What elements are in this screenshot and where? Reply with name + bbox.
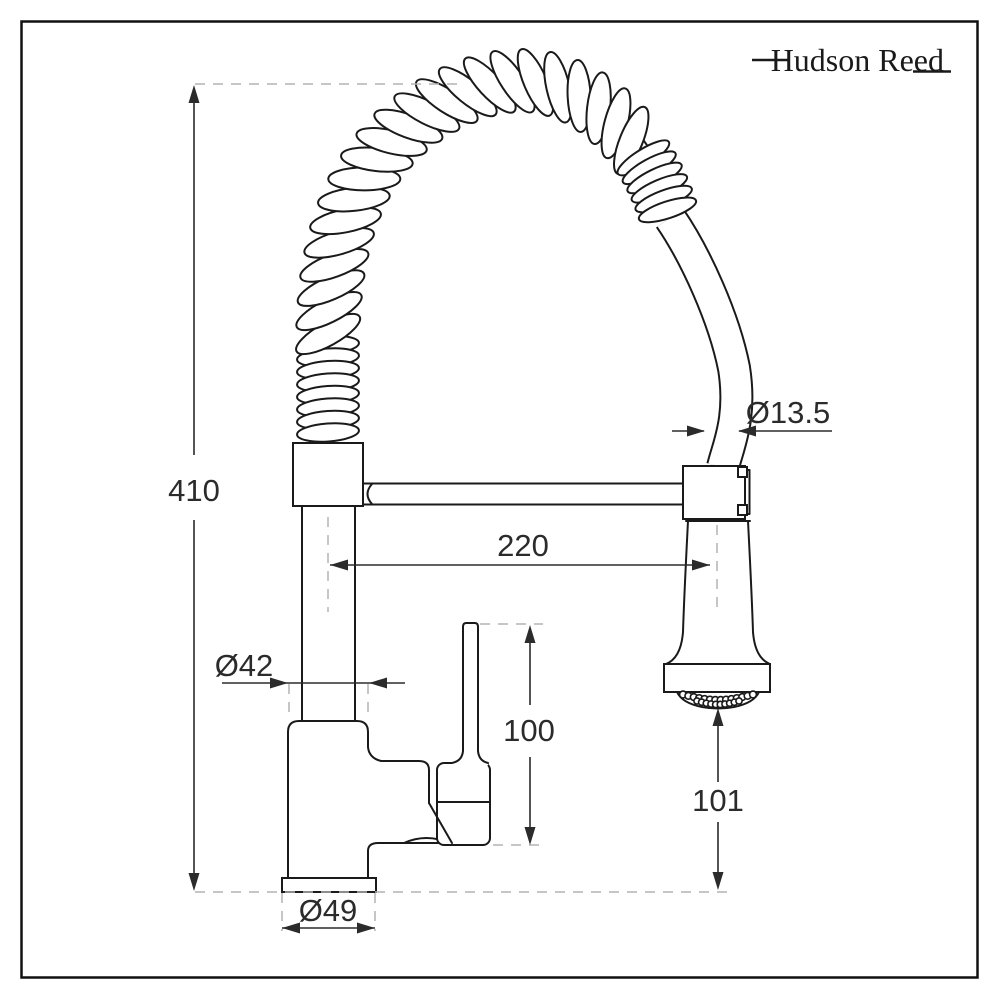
support-arm-endcap [366, 483, 373, 505]
arrowhead [524, 625, 536, 643]
holder-clip-top [737, 466, 748, 478]
dim-hose-diameter-label: Ø13.5 [746, 395, 830, 430]
arrowhead [270, 677, 288, 689]
dim-base-diameter: Ø49 [282, 893, 375, 934]
nozzle-bead [735, 697, 743, 705]
arrowhead [687, 425, 705, 437]
dim-spray-clearance-label: 101 [692, 783, 744, 818]
brand-logo: Hudson Reed [752, 42, 951, 78]
nozzle-bead [748, 690, 758, 699]
arrowhead [282, 922, 300, 934]
dim-body-diameter: Ø42 [215, 648, 405, 689]
dim-overall-height: 410 [168, 85, 220, 891]
support-arm [362, 482, 685, 506]
dim-handle-height: 100 [503, 625, 555, 845]
arrowhead [330, 559, 348, 571]
arrowhead [369, 677, 387, 689]
dim-hose-diameter: Ø13.5 [672, 395, 832, 437]
dim-body-diameter-label: Ø42 [215, 648, 274, 683]
handle-housing-edge [428, 802, 453, 844]
coil-loop [296, 422, 360, 443]
dim-handle-height-label: 100 [503, 713, 555, 748]
dim-overall-height-label: 410 [168, 473, 220, 508]
housing-lever-gap [452, 759, 488, 766]
body-diameter-extensions [288, 684, 369, 719]
spray-head-ring [663, 663, 771, 693]
spray-nozzles [678, 690, 758, 709]
arrowhead [712, 872, 724, 890]
arrowhead [357, 922, 375, 934]
handle-lever [451, 622, 489, 764]
drawing-border [20, 20, 979, 979]
arrowhead [712, 708, 724, 726]
reference-lines [195, 83, 730, 931]
faucet-body [287, 720, 453, 879]
spray-handpiece [663, 520, 771, 710]
base-diameter-extensions [281, 893, 376, 931]
pullout-hose-fill [657, 209, 752, 471]
arrowhead [524, 827, 536, 845]
dim-spout-reach: 220 [330, 528, 710, 571]
coil-loop [637, 196, 698, 224]
riser-column [301, 505, 356, 722]
dim-spray-clearance: 101 [692, 708, 744, 890]
base-flange [281, 877, 377, 893]
arrowhead [188, 85, 200, 103]
spray-holder-block [682, 465, 751, 520]
spring-coil [295, 48, 698, 443]
holder-clip-bottom [737, 504, 748, 516]
arrowhead [188, 873, 200, 891]
arrowhead [692, 559, 710, 571]
dim-spout-reach-label: 220 [497, 528, 549, 563]
dim-base-diameter-label: Ø49 [299, 893, 358, 928]
arrowhead [738, 425, 756, 437]
spout-collar [292, 442, 364, 507]
